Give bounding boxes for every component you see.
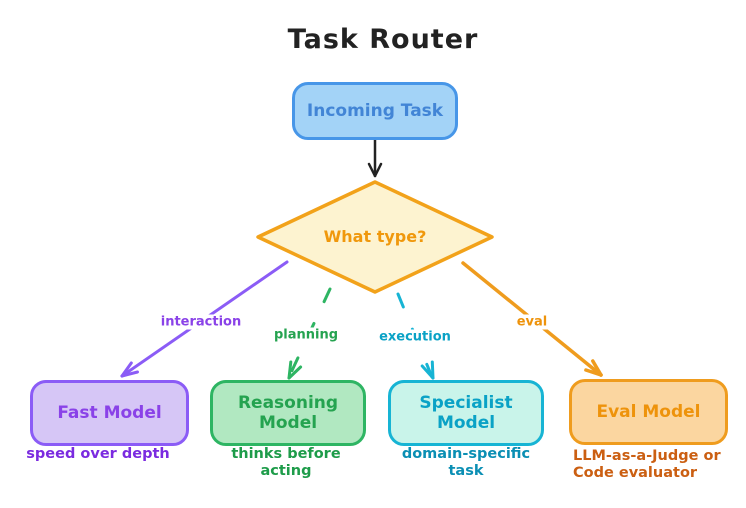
node-reasoning-model: Reasoning Model	[210, 380, 366, 446]
caption-specialist-model: domain-specific task	[401, 446, 531, 480]
node-specialist-model-label: Specialist Model	[419, 393, 513, 433]
edge-incoming-to-decision	[367, 135, 383, 178]
decision-node-label: What type?	[323, 227, 427, 246]
node-fast-model-label: Fast Model	[57, 403, 162, 423]
diagram-title: Task Router	[287, 24, 479, 55]
node-incoming-task: Incoming Task	[292, 82, 458, 140]
edge-label-eval: eval	[513, 314, 551, 330]
node-specialist-model: Specialist Model	[388, 380, 544, 446]
node-reasoning-model-label: Reasoning Model	[237, 393, 339, 433]
edge-label-execution: execution	[376, 329, 454, 345]
caption-fast-model: speed over depth	[26, 446, 170, 462]
caption-eval-model: LLM-as-a-Judge or Code evaluator	[573, 448, 721, 482]
node-fast-model: Fast Model	[30, 380, 189, 446]
node-eval-model: Eval Model	[569, 379, 728, 445]
caption-reasoning-model: thinks before acting	[231, 446, 341, 480]
node-eval-model-label: Eval Model	[596, 402, 701, 422]
node-incoming-task-label: Incoming Task	[306, 101, 444, 121]
edge-label-planning: planning	[270, 327, 342, 343]
decision-diamond-shape	[256, 180, 494, 294]
edge-label-interaction: interaction	[157, 314, 245, 330]
